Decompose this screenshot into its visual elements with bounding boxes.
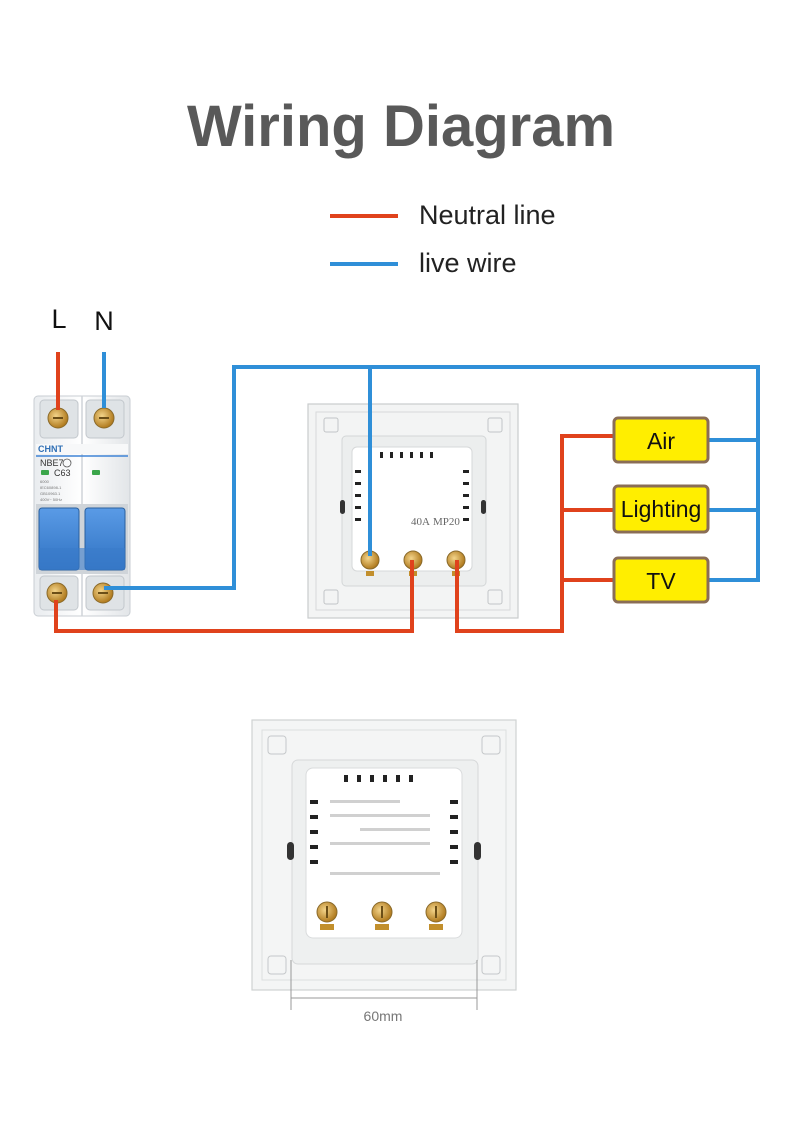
breaker-fine-print-3: GB10963.1 — [40, 491, 61, 496]
line-terminal-label: L — [51, 304, 66, 334]
load-box-lighting: Lighting — [612, 484, 710, 534]
dimension-label: 60mm — [364, 1008, 403, 1024]
breaker-fine-print-4: 400V~ 50Hz — [40, 497, 62, 502]
circuit-breaker: CHNT NBE7 C63 6000 IEC60898-1 GB10963.1 … — [33, 395, 131, 617]
legend-live-label: live wire — [419, 248, 517, 278]
breaker-curve: C63 — [54, 468, 71, 478]
bottom-switch-module — [305, 767, 463, 939]
switch-rating-sub: MP20 — [433, 516, 460, 528]
page-title: Wiring Diagram — [187, 94, 615, 159]
load-label-tv: TV — [646, 568, 676, 594]
load-label-air: Air — [647, 428, 675, 454]
neutral-wire-from-switch — [455, 434, 614, 633]
dimension-indicator — [290, 960, 478, 1010]
neutral-terminal-label: N — [94, 306, 114, 336]
certification-mark-icon — [62, 458, 72, 468]
live-wire-loop — [104, 365, 760, 590]
breaker-right-indicator — [92, 470, 100, 475]
switch-rating-main: 40A — [411, 516, 430, 528]
breaker-brand: CHNT — [38, 444, 63, 454]
load-box-tv: TV — [612, 556, 710, 604]
switch-rear-view-dimensioned — [251, 719, 517, 991]
live-wires — [102, 352, 760, 590]
load-label-lighting: Lighting — [621, 496, 702, 522]
neutral-wire-to-switch — [54, 560, 414, 633]
neutral-wires — [54, 352, 614, 633]
breaker-fine-print-2: IEC60898-1 — [40, 485, 62, 490]
breaker-left-indicator — [41, 470, 49, 475]
breaker-fine-print-1: 6000 — [40, 479, 50, 484]
legend-neutral-label: Neutral line — [419, 200, 556, 230]
legend: Neutral line live wire — [330, 200, 556, 278]
breaker-model: NBE7 — [40, 458, 64, 468]
load-box-air: Air — [612, 416, 710, 464]
